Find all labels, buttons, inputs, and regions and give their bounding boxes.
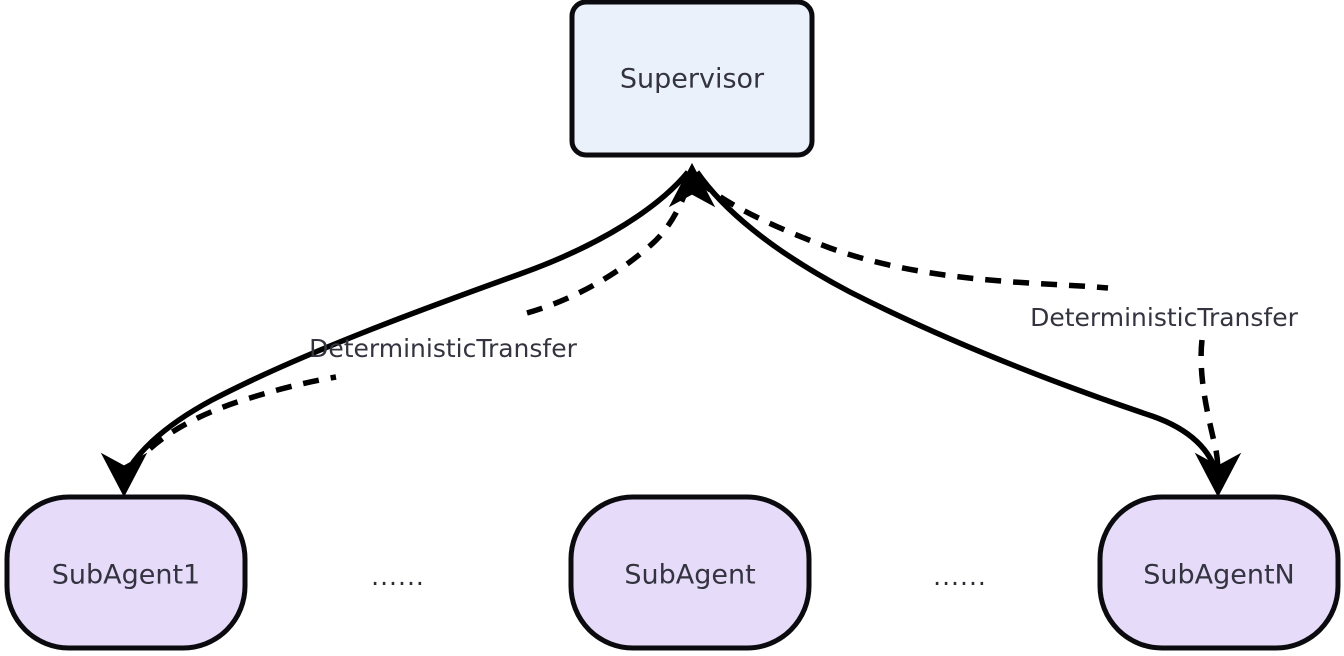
ellipsis-left: ...... xyxy=(371,562,425,591)
edge-supervisor-to-subagent1 xyxy=(121,170,691,480)
edge-supervisor-to-subagentn xyxy=(694,170,1221,479)
ellipsis-right: ...... xyxy=(933,562,987,591)
edge-subagent1-to-supervisor-segment-lower xyxy=(129,374,337,472)
node-subagentn-label: SubAgentN xyxy=(1143,560,1295,591)
node-supervisor-label: Supervisor xyxy=(620,64,765,95)
arrow-into-subagent1-icon xyxy=(100,452,148,498)
edge-subagentn-to-supervisor-segment-lower xyxy=(1198,339,1221,479)
node-subagent-box[interactable] xyxy=(568,494,812,651)
node-subagentn[interactable]: SubAgentN xyxy=(1097,494,1341,651)
arrow-into-subagentn-icon xyxy=(1194,452,1242,498)
edge-subagentn-to-supervisor-segment-upper xyxy=(696,177,1109,291)
node-subagent-label: SubAgent xyxy=(624,560,755,591)
node-subagent[interactable]: SubAgent xyxy=(568,494,812,651)
edge-label-right-deterministic-transfer: DeterministicTransfer xyxy=(1030,303,1299,332)
arrow-into-supervisor-icon xyxy=(668,162,716,208)
edge-subagent1-to-supervisor-segment-upper xyxy=(526,177,693,316)
edge-label-left-deterministic-transfer: DeterministicTransfer xyxy=(309,334,578,363)
node-subagentn-box[interactable] xyxy=(1097,494,1341,651)
node-subagent1-label: SubAgent1 xyxy=(52,560,201,591)
node-supervisor[interactable]: Supervisor xyxy=(569,0,815,158)
node-subagent1-box[interactable] xyxy=(4,494,248,651)
node-subagent1[interactable]: SubAgent1 xyxy=(4,494,248,651)
node-supervisor-box[interactable] xyxy=(569,0,815,158)
